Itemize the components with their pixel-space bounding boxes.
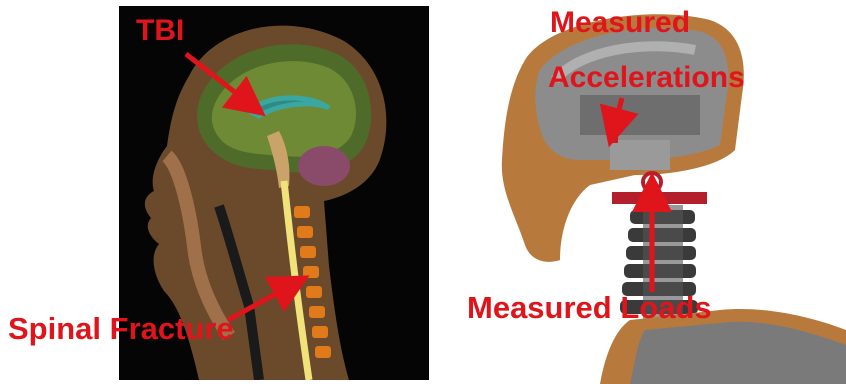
accelerometer-marker [610,135,618,143]
mri-cerebellum [298,146,350,186]
crash-dummy-image [430,0,846,384]
spinal-fracture-label: Spinal Fracture [8,313,234,344]
measured-accelerations-label-line1: Measured [550,8,690,38]
dummy-illustration [430,0,846,384]
tbi-label: TBI [136,16,184,46]
neck-load-cell-bracket [612,192,707,204]
measured-loads-label: Measured Loads [467,292,712,323]
measured-accelerations-label-line2: Accelerations [548,63,745,93]
